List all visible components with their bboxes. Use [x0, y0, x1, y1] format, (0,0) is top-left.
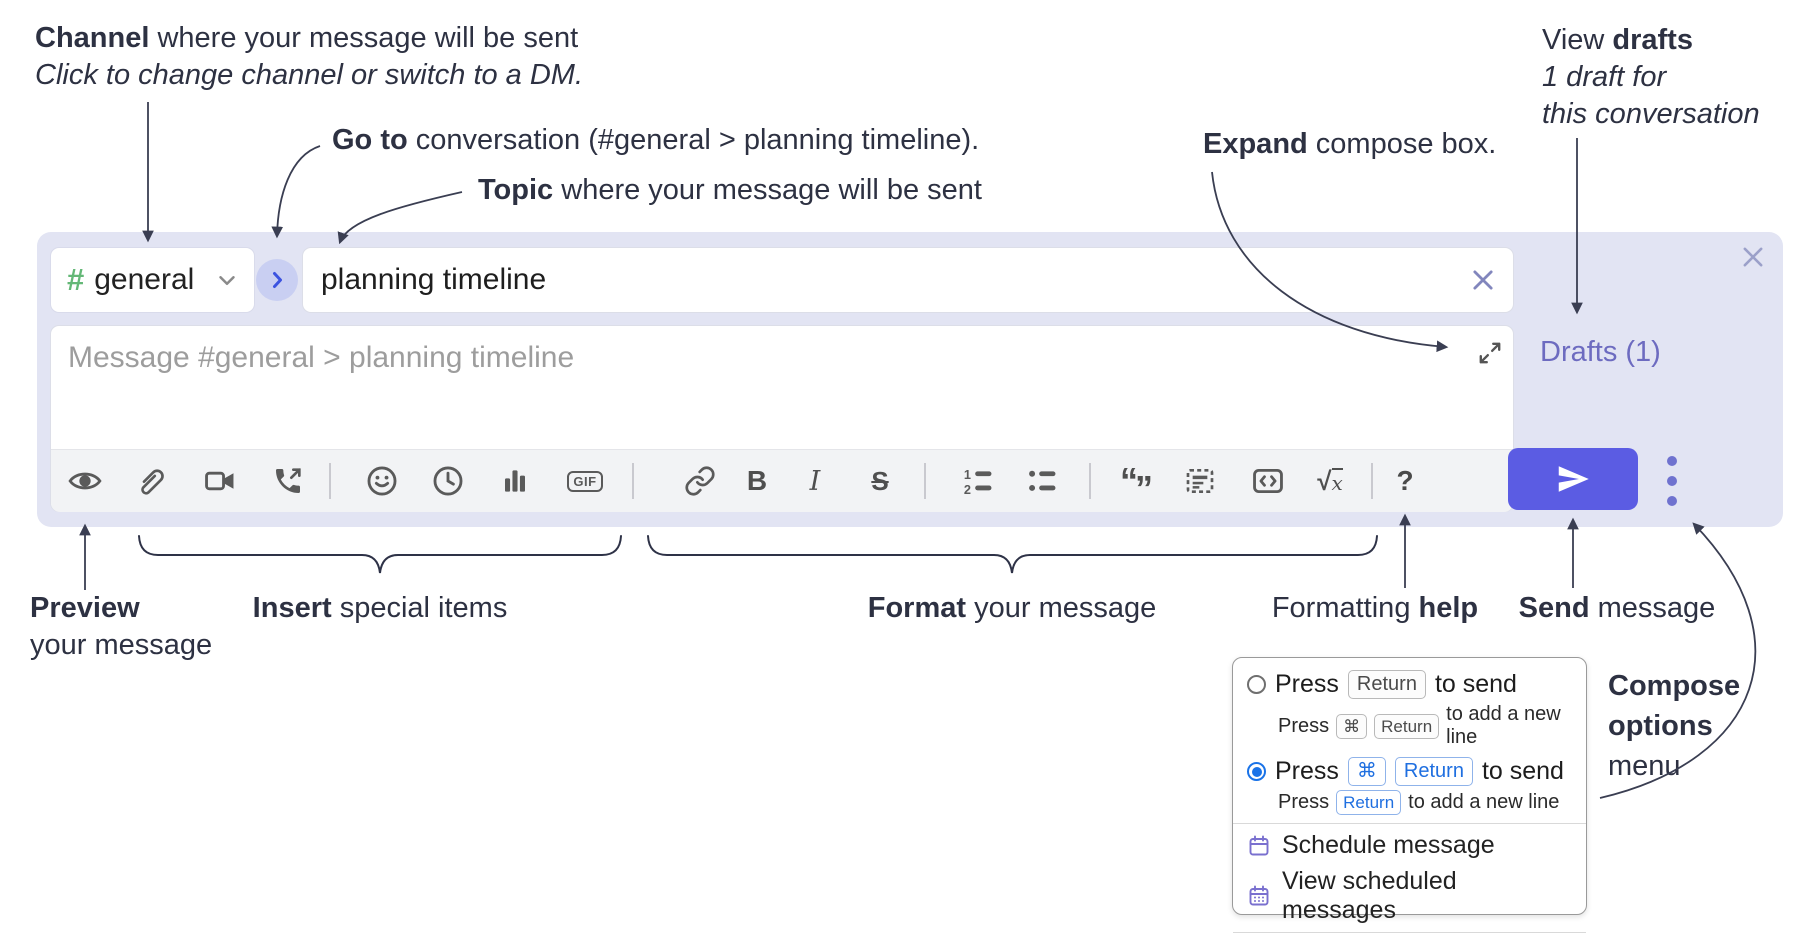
save-draft-item[interactable]: Save draft and start a new message	[1247, 940, 1572, 944]
calendar-grid-icon	[1247, 884, 1271, 908]
toolbar-divider	[632, 463, 634, 499]
italic-icon[interactable]: I	[809, 465, 821, 497]
drafts-link[interactable]: Drafts (1)	[1540, 336, 1661, 368]
compose-options-menu-button[interactable]	[1661, 456, 1683, 506]
cmd-key: ⌘	[1336, 713, 1368, 739]
close-compose-icon[interactable]	[1739, 243, 1767, 271]
toolbar-divider	[329, 463, 331, 499]
quote-icon[interactable]: “”	[1120, 460, 1153, 509]
radio-selected-icon[interactable]	[1247, 762, 1266, 781]
compose-toolbar	[51, 449, 1513, 512]
topic-input[interactable]: planning timeline	[302, 247, 1514, 313]
view-drafts-annotation: View drafts 1 draft for this conversatio…	[1542, 24, 1760, 130]
formatting-help-annotation: Formatting help	[1271, 592, 1479, 624]
preview-eye-icon[interactable]	[57, 455, 113, 507]
cmd-key: ⌘	[1347, 757, 1386, 786]
chevron-right-icon	[265, 268, 289, 292]
menu-divider	[1233, 823, 1586, 824]
spoiler-icon[interactable]	[1172, 455, 1228, 507]
video-call-icon[interactable]	[192, 455, 248, 507]
option-return-subtext: Press ⌘ Return to add a new line	[1278, 703, 1561, 748]
attach-paperclip-icon[interactable]	[122, 455, 178, 507]
send-annotation: Send message	[1518, 592, 1716, 624]
code-icon[interactable]	[1240, 455, 1296, 507]
return-key: Return	[1336, 790, 1402, 815]
audio-call-icon[interactable]	[260, 455, 316, 507]
topic-annotation: Topic where your message will be sent	[478, 174, 982, 206]
topic-value: planning timeline	[321, 263, 547, 296]
math-icon[interactable]: √x	[1317, 465, 1343, 496]
poll-icon[interactable]	[487, 455, 543, 507]
toolbar-divider	[924, 463, 926, 499]
return-key: Return	[1394, 757, 1473, 786]
channel-annotation: Channel where your message will be sent …	[35, 22, 584, 91]
chevron-down-icon	[214, 267, 240, 293]
return-key: Return	[1374, 713, 1440, 739]
compose-options-annotation: Compose options menu	[1608, 670, 1741, 782]
message-placeholder: Message #general > planning timeline	[68, 341, 575, 374]
send-button[interactable]	[1508, 448, 1638, 510]
option-cmd-return-to-send[interactable]: Press ⌘ Return to send	[1247, 757, 1572, 786]
option-return-to-send[interactable]: Press Return to send	[1247, 670, 1572, 699]
strikethrough-icon[interactable]: S	[871, 465, 889, 496]
format-annotation: Format your message	[867, 592, 1157, 624]
toolbar-divider	[1371, 463, 1373, 499]
gif-icon[interactable]: GIF	[557, 455, 613, 507]
time-icon[interactable]	[420, 455, 476, 507]
return-key: Return	[1347, 670, 1426, 699]
svg-text:2: 2	[964, 482, 971, 497]
calendar-icon	[1247, 834, 1271, 858]
channel-hash-icon: #	[67, 262, 85, 297]
go-to-conversation-button[interactable]	[256, 259, 298, 301]
svg-text:1: 1	[964, 467, 971, 482]
channel-selector[interactable]: # general	[50, 247, 255, 313]
channel-name: general	[94, 263, 195, 296]
schedule-message-item[interactable]: Schedule message	[1247, 831, 1572, 860]
emoji-icon[interactable]	[354, 455, 410, 507]
insert-annotation: Insert special items	[252, 592, 508, 624]
menu-divider	[1233, 932, 1586, 933]
option-cmd-return-subtext: Press Return to add a new line	[1278, 790, 1560, 815]
clear-topic-icon[interactable]	[1469, 266, 1497, 294]
send-paper-plane-icon	[1555, 461, 1591, 497]
expand-annotation: Expand compose box.	[1203, 128, 1497, 160]
link-icon[interactable]	[672, 455, 728, 507]
preview-annotation: Preview your message	[30, 592, 213, 661]
bold-icon[interactable]: B	[746, 465, 768, 496]
expand-compose-icon[interactable]	[1477, 340, 1503, 366]
radio-unselected-icon[interactable]	[1247, 675, 1266, 694]
compose-options-menu: Press Return to send Press ⌘ Return to a…	[1232, 657, 1587, 944]
view-scheduled-messages-item[interactable]: View scheduled messages	[1247, 867, 1572, 925]
help-icon[interactable]: ?	[1396, 465, 1414, 496]
goto-annotation: Go to conversation (#general > planning …	[332, 124, 980, 156]
toolbar-divider	[1089, 463, 1091, 499]
bulleted-list-icon[interactable]	[1014, 455, 1070, 507]
